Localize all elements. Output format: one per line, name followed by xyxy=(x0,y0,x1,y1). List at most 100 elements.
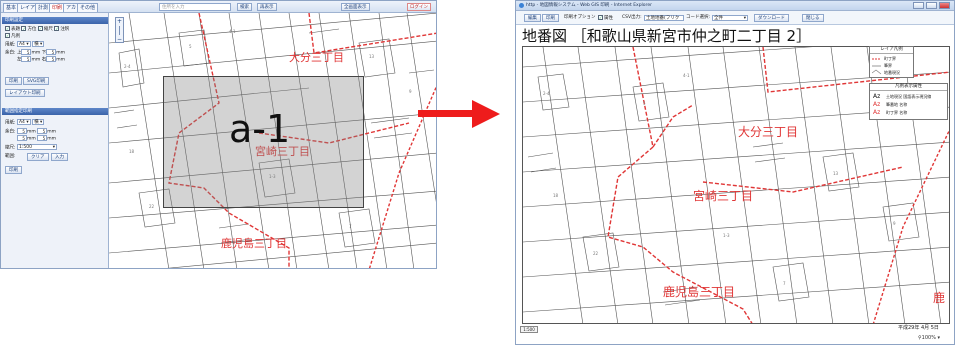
range-scale-label: 縮尺: xyxy=(5,145,16,151)
check-title[interactable]: ✓ xyxy=(5,26,10,31)
code-select[interactable]: 全件▾ xyxy=(712,15,748,21)
svg-print-button[interactable]: SVG印刷 xyxy=(23,77,50,85)
transition-arrow-icon xyxy=(418,100,500,128)
check-scale[interactable]: ✓ xyxy=(37,26,43,31)
page-title: 地番図 ［和歌山県新宮市仲之町二丁目 2］ xyxy=(522,27,812,45)
unit-label: mm xyxy=(26,129,36,135)
margin-bottom-input[interactable]: 5 xyxy=(46,49,57,55)
range-margin-right-input[interactable]: 5 xyxy=(37,135,48,141)
check-legend[interactable]: ✓ xyxy=(5,33,10,38)
range-label: 範囲: xyxy=(5,154,16,159)
range-margin-top-input[interactable]: 5 xyxy=(16,128,27,134)
print-button[interactable]: 印刷 xyxy=(5,77,22,85)
svg-text:4-1: 4-1 xyxy=(683,73,690,78)
print-date: 平成29年 4月 5日 xyxy=(898,325,939,331)
minimize-icon[interactable] xyxy=(913,2,924,9)
check-note-label: 注釈 xyxy=(60,27,70,32)
preview-town-label-oita: 大分三丁目 xyxy=(738,125,799,139)
margin-bottom-label: 下 xyxy=(41,50,47,56)
close-button[interactable]: 閉じる xyxy=(802,14,824,22)
unit-label: mm xyxy=(47,136,56,142)
csv-select[interactable]: 土地地番(フリク xyxy=(644,15,684,21)
csv-label: CSV出力: xyxy=(622,15,642,20)
print-preview-window: http - 地図情報システム - Web GIS 印刷 - Internet … xyxy=(515,0,955,345)
zoom-slider-track[interactable] xyxy=(119,26,120,35)
svg-text:5: 5 xyxy=(189,44,192,49)
left-top-toolbar: 基本 レイア 計測 印刷 アカ その他 住所を入力 検索 再表示 全画面表示 ロ… xyxy=(1,1,436,13)
margin-top-label: 上 xyxy=(16,50,22,56)
download-button[interactable]: ダウンロード xyxy=(754,14,789,22)
orient-select[interactable]: 横 ▾ xyxy=(32,41,45,47)
range-scale-row: 縮尺: 1:500▾ xyxy=(5,144,57,152)
margin-left-label: 左 xyxy=(16,57,22,63)
unit-label: mm xyxy=(56,50,65,56)
range-print-header[interactable]: 範囲指定印刷 xyxy=(2,108,108,115)
zoom-level[interactable]: ⚲100% ▾ xyxy=(918,335,941,341)
check-note[interactable]: ✓ xyxy=(54,26,60,31)
range-clear-button[interactable]: クリア xyxy=(27,153,49,161)
svg-text:5: 5 xyxy=(643,101,646,106)
print-settings-header[interactable]: 印刷設定 xyxy=(2,17,108,24)
range-scale-value: 1:500 xyxy=(18,145,32,150)
unit-label: mm xyxy=(31,57,41,63)
unit-label: mm xyxy=(56,57,65,63)
svg-text:18: 18 xyxy=(129,149,135,154)
attr-glyph: Az xyxy=(873,101,881,108)
town-label-kagoshima: 鹿児島三丁目 xyxy=(221,237,287,250)
login-button[interactable]: ログイン xyxy=(407,3,431,11)
edit-button[interactable]: 編集 xyxy=(524,14,541,22)
check-title-label: 表題 xyxy=(11,27,20,32)
svg-text:13: 13 xyxy=(369,54,375,59)
orient-value: 横 xyxy=(34,42,39,47)
print-button[interactable]: 印刷 xyxy=(542,14,559,22)
preview-town-label-partial: 鹿 xyxy=(933,291,946,305)
attr-label: 属性 xyxy=(604,16,613,21)
check-direction[interactable]: ✓ xyxy=(21,26,27,31)
paper-select[interactable]: A4 ▾ xyxy=(16,41,31,47)
svg-text:2-4: 2-4 xyxy=(543,91,550,96)
margin-top-input[interactable]: 5 xyxy=(21,49,32,55)
range-print-button[interactable]: 印刷 xyxy=(5,166,22,174)
range-scale-select[interactable]: 1:500▾ xyxy=(16,144,57,150)
print-range-overlay[interactable] xyxy=(163,76,364,208)
status-bar xyxy=(516,324,954,344)
redisplay-button[interactable]: 再表示 xyxy=(257,3,277,11)
search-input[interactable]: 住所を入力 xyxy=(159,3,231,11)
layer-legend-row: 町丁界 xyxy=(884,56,896,61)
fullscreen-button[interactable]: 全画面表示 xyxy=(341,3,370,11)
attr-checkbox[interactable]: ✓ xyxy=(598,15,603,20)
window-title: http - 地図情報システム - Web GIS 印刷 - Internet … xyxy=(526,3,652,8)
svg-text:7: 7 xyxy=(783,281,786,286)
maximize-icon[interactable] xyxy=(926,2,937,9)
print-toolbar: 編集 印刷 印刷オプション ✓属性 CSV出力: 土地地番(フリク コード選択:… xyxy=(516,11,954,25)
range-input-button[interactable]: 入力 xyxy=(51,153,68,161)
range-margin-left-input[interactable]: 5 xyxy=(16,135,27,141)
svg-text:22: 22 xyxy=(149,204,155,209)
search-button[interactable]: 検索 xyxy=(237,3,252,11)
tab-other[interactable]: その他 xyxy=(77,3,99,12)
range-orient-select[interactable]: 横 ▾ xyxy=(32,119,45,125)
unit-label: mm xyxy=(31,50,41,56)
svg-text:9: 9 xyxy=(409,89,412,94)
range-paper-select[interactable]: A4 ▾ xyxy=(16,119,31,125)
layer-legend-title: レイア凡例 xyxy=(870,47,913,54)
scale-indicator[interactable]: 1:500 xyxy=(520,326,538,333)
zoom-out-icon[interactable]: − xyxy=(116,36,123,43)
zoom-in-icon[interactable]: + xyxy=(116,18,123,25)
layer-legend-row: 筆界 xyxy=(884,63,892,68)
range-margin-bottom-input[interactable]: 5 xyxy=(37,128,48,134)
margin-right-input[interactable]: 5 xyxy=(46,56,57,62)
layer-legend-swatches xyxy=(872,58,882,75)
unit-label: mm xyxy=(26,136,36,142)
svg-text:18: 18 xyxy=(553,193,559,198)
layout-print-button[interactable]: レイアウト印刷 xyxy=(5,89,45,97)
town-label-miyazaki: 宮崎三丁目 xyxy=(255,145,310,158)
svg-text:1-3: 1-3 xyxy=(723,233,730,238)
layer-legend-row: 地番現況 xyxy=(884,70,900,75)
zoom-control[interactable]: + − xyxy=(115,17,124,43)
close-icon[interactable] xyxy=(939,2,950,9)
margin-left-input[interactable]: 5 xyxy=(21,56,32,62)
